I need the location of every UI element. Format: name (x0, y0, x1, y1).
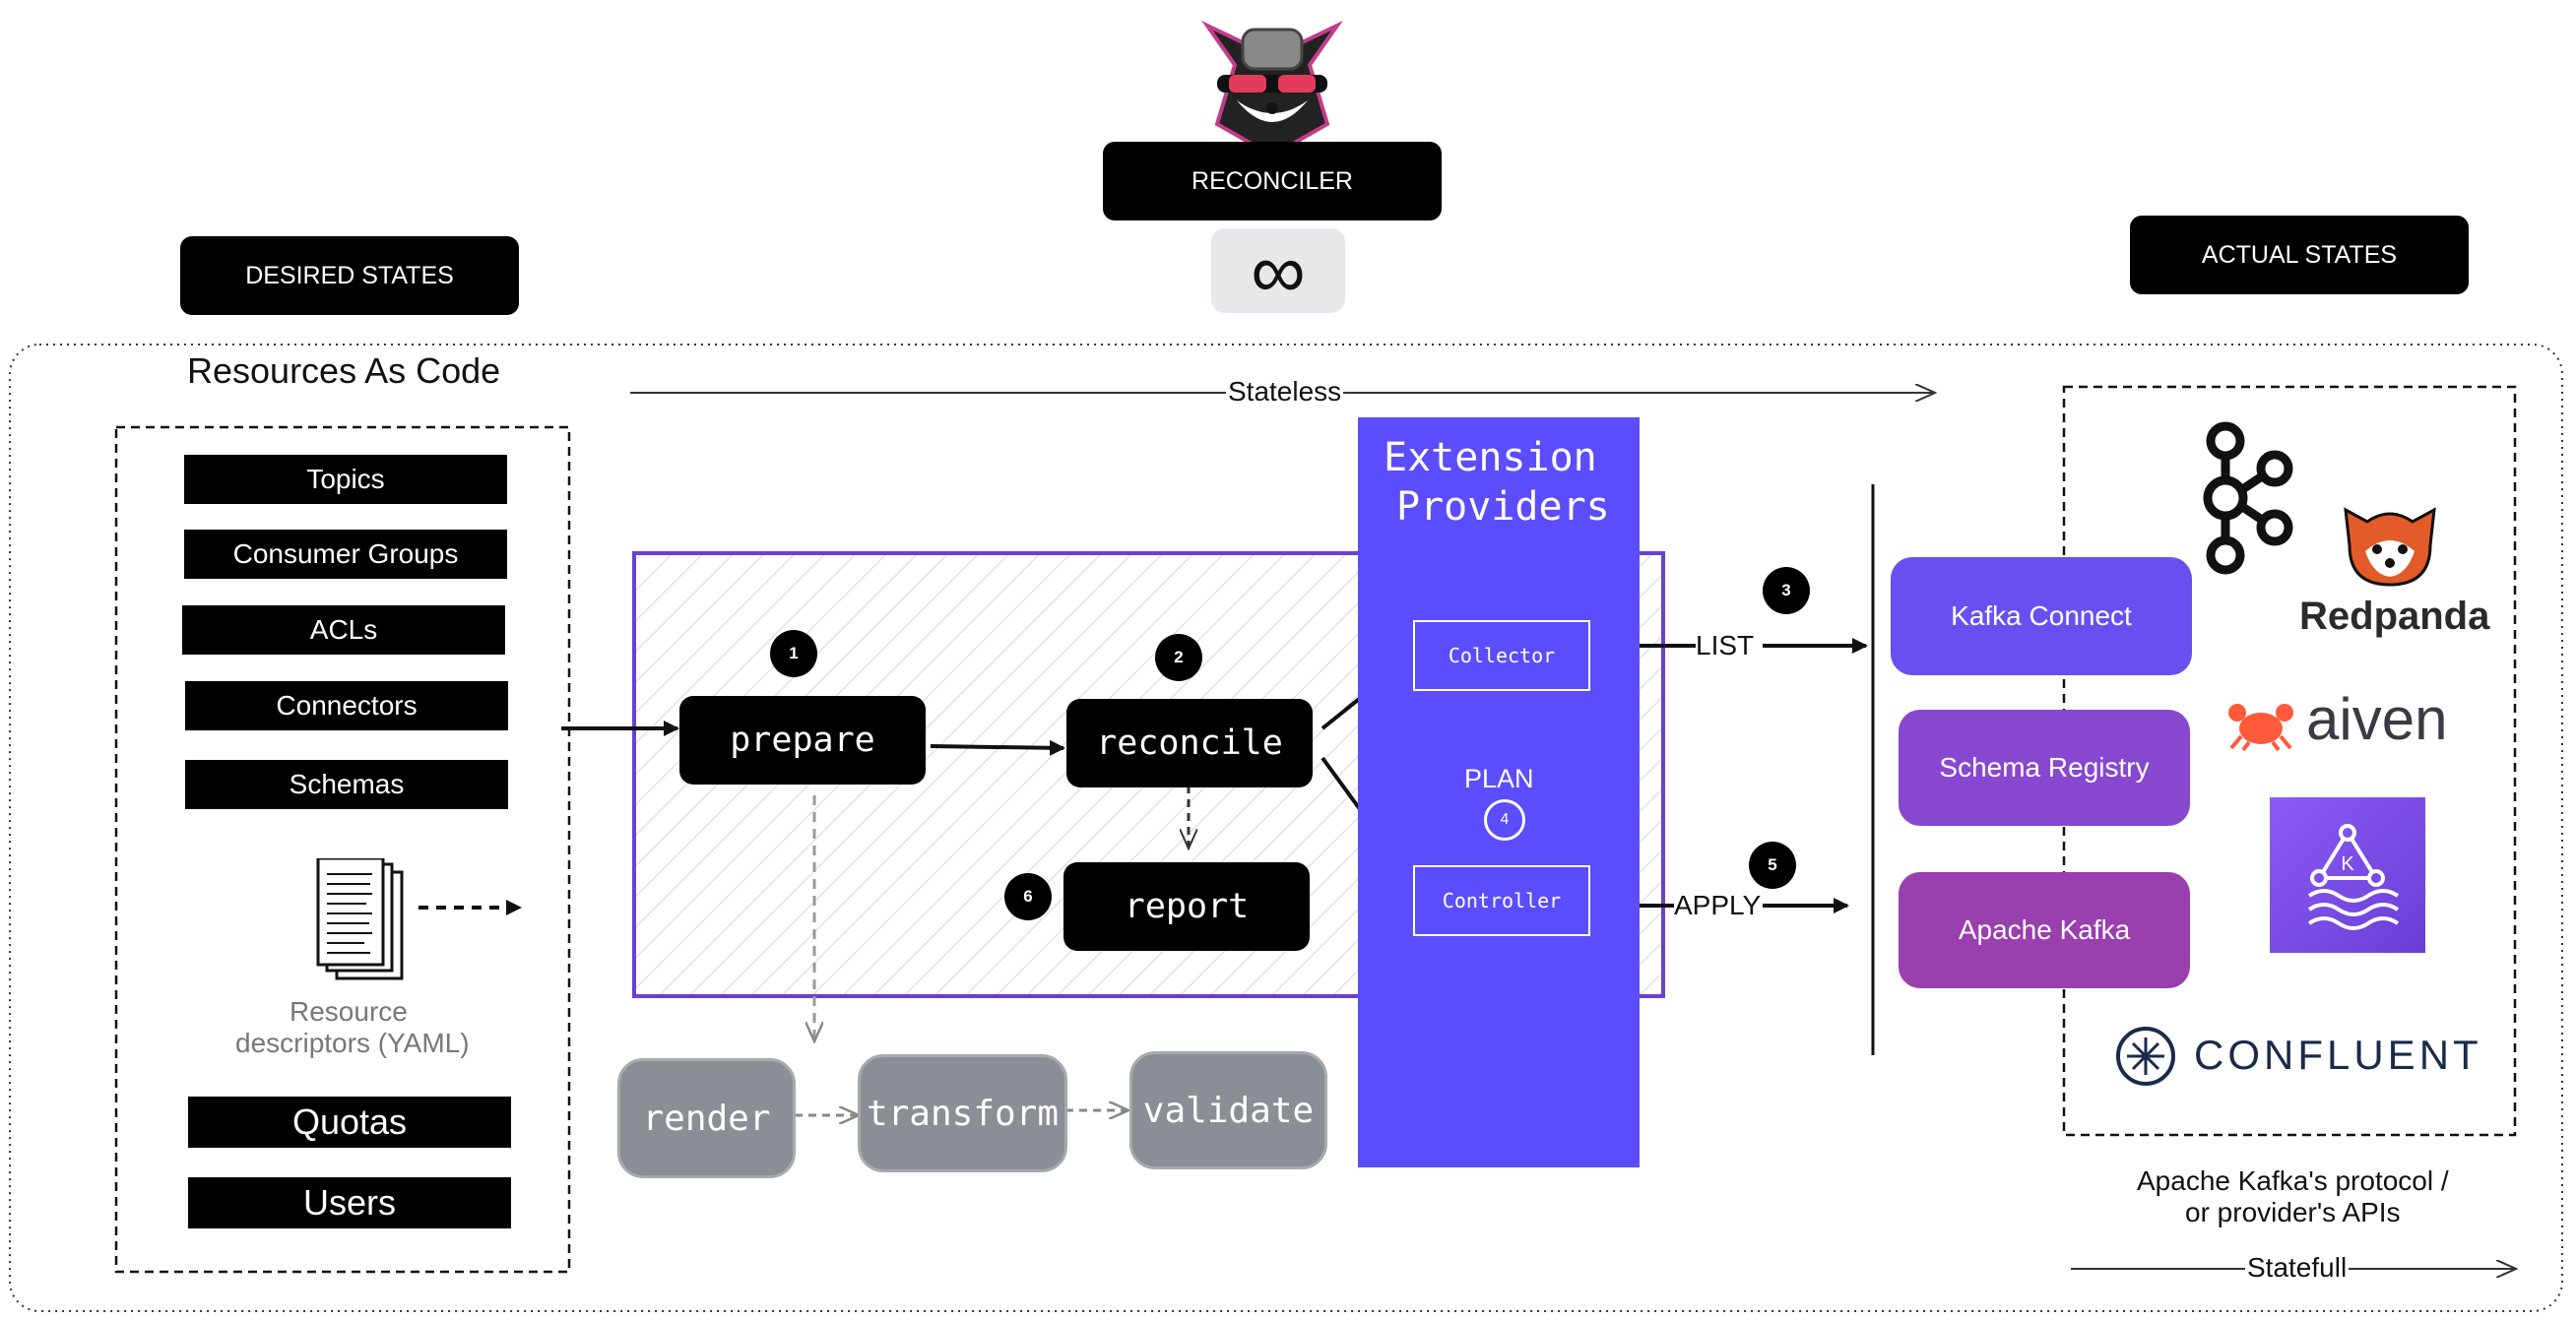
kafka-icon (2196, 421, 2294, 575)
descriptor-label-2: descriptors (YAML) (235, 1028, 470, 1058)
resources-title: Resources As Code (187, 350, 501, 391)
outer-frame (9, 344, 2563, 1312)
aiven-crab-icon (2227, 693, 2294, 752)
step-badge-4: 4 (1484, 799, 1525, 841)
validate-step: validate (1129, 1051, 1327, 1169)
report-step: report (1063, 862, 1310, 951)
aws-msk-icon: K (2270, 797, 2425, 953)
step-badge-6: 6 (1004, 873, 1052, 920)
reconciler-label: RECONCILER (1103, 142, 1442, 220)
kafka-connect-box: Kafka Connect (1891, 557, 2192, 675)
step-badge-2: 2 (1155, 634, 1202, 681)
resource-connectors: Connectors (185, 681, 508, 730)
footer-line-1: Apache Kafka's protocol / (2137, 1165, 2449, 1196)
extension-providers-panel (1358, 417, 1640, 1167)
step-badge-5: 5 (1749, 842, 1796, 889)
resource-topics: Topics (184, 455, 507, 504)
actual-states-label: ACTUAL STATES (2130, 216, 2469, 294)
confluent-icon (2115, 1026, 2176, 1087)
reconcile-step: reconcile (1066, 699, 1313, 787)
desired-states-label: DESIRED STATES (180, 236, 519, 315)
infinity-icon: ∞ (1211, 228, 1345, 313)
step-badge-4-label: 4 (1500, 811, 1510, 828)
prepare-step: prepare (679, 696, 926, 785)
resource-schemas: Schemas (185, 760, 508, 809)
list-label: LIST (1696, 630, 1755, 660)
resource-acls: ACLs (182, 605, 505, 655)
step-badge-1: 1 (770, 630, 817, 677)
confluent-logo: CONFLUENT (2194, 1032, 2482, 1078)
plan-label: PLAN (1464, 764, 1534, 793)
footer-line-2: or provider's APIs (2185, 1197, 2401, 1227)
step-badge-3: 3 (1763, 567, 1810, 614)
prepare-to-reconcile-arrow (930, 739, 1065, 756)
resource-quotas: Quotas (188, 1097, 511, 1148)
resource-consumer-groups: Consumer Groups (184, 530, 507, 579)
aiven-logo: aiven (2306, 686, 2448, 752)
controller-box: Controller (1413, 865, 1590, 936)
cat-logo (1188, 6, 1357, 161)
collector-box: Collector (1413, 620, 1590, 691)
stateless-label: Stateless (1226, 376, 1344, 408)
transform-step: transform (858, 1054, 1067, 1172)
redpanda-mascot-icon (2336, 500, 2444, 589)
yaml-document-icon (315, 856, 414, 986)
svg-text:K: K (2341, 853, 2354, 875)
infinity-symbol: ∞ (1251, 227, 1306, 314)
apply-label: APPLY (1674, 890, 1762, 920)
resources-container (114, 425, 571, 1274)
extension-title-1: Extension (1384, 435, 1597, 480)
render-step: render (617, 1058, 796, 1178)
extension-title-2: Providers (1396, 484, 1610, 530)
statefull-label: Statefull (2245, 1252, 2350, 1284)
schema-registry-box: Schema Registry (1899, 710, 2190, 826)
apache-kafka-box: Apache Kafka (1899, 872, 2190, 988)
redpanda-logo: Redpanda (2299, 595, 2490, 638)
resource-users: Users (188, 1177, 511, 1228)
descriptor-label-1: Resource (290, 996, 408, 1027)
